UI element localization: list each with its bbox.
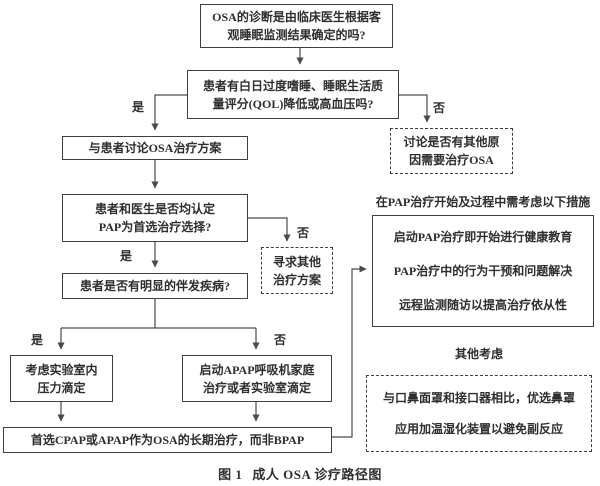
branch-label-no-pap-first: 否 [297,226,310,240]
node-discuss-treatment-plan: 与患者讨论OSA治疗方案 [62,136,248,160]
branch-label-no-symptoms: 否 [433,101,446,115]
node-cpap-longterm-treatment: 首选CPAP或APAP作为OSA的长期治疗，而非BPAP [3,427,332,453]
node-discuss-other-reasons: 讨论是否有其他原 因需要治疗OSA [390,128,513,174]
node-question-comorbidity: 患者是否有明显的伴发疾病? [62,273,248,299]
figure-caption-title: 成人 OSA 诊疗路径图 [252,467,382,482]
node-pap-measures: 启动PAP治疗即开始进行健康教育 PAP治疗中的行为干预和问题解决 远程监测随访… [372,215,594,327]
branch-label-yes-pap-first: 是 [120,249,133,263]
branch-label-no-comorbidity: 否 [274,333,287,347]
node-lab-pressure-titration: 考虑实验室内 压力滴定 [10,355,113,402]
node-question-pap-first-choice: 患者和医生是否均认定 PAP为首选治疗选择? [62,194,248,242]
section-title-other-considerations: 其他考虑 [454,347,503,361]
branch-label-yes-comorbidity: 是 [31,333,44,347]
figure-caption-number: 图 1 [218,467,243,482]
branch-label-yes-symptoms: 是 [132,100,145,114]
node-apap-home-treatment: 启动APAP呼吸机家庭 治疗或者实验室滴定 [182,355,332,402]
node-question-symptoms: 患者有白日过度嗜睡、睡眠生活质 量评分(QOL)降低或高血压吗? [187,70,399,119]
figure-caption: 图 1 成人 OSA 诊疗路径图 [0,464,600,483]
node-seek-other-treatment: 寻求其他 治疗方案 [261,247,333,294]
section-title-pap-measures: 在PAP治疗开始及过程中需考虑以下措施 [375,195,591,209]
node-other-considerations: 与口鼻面罩和接口器相比，优选鼻罩 应用加温湿化装置以避免副反应 [366,375,592,452]
node-question-osa-diagnosis: OSA的诊断是由临床医生根据客 观睡眠监测结果确定的吗? [200,4,393,48]
